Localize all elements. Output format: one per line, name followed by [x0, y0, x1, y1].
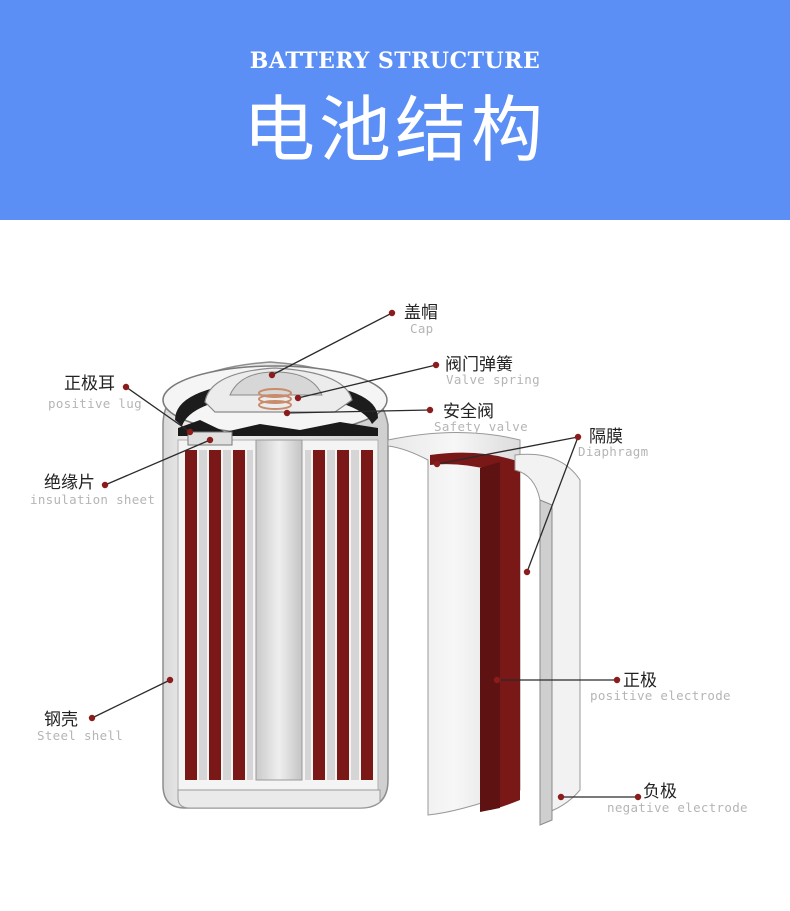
label-insulation-sheet: 绝缘片 insulation sheet — [30, 473, 155, 507]
label-safety-valve: 安全阀 Safety valve — [434, 402, 528, 434]
label-diaphragm-cn: 隔膜 — [589, 427, 623, 447]
label-valve-spring-en: Valve spring — [446, 372, 540, 387]
valve-spring-shape — [258, 388, 292, 410]
label-safety-valve-en: Safety valve — [434, 419, 528, 434]
label-steel-shell-cn: 钢壳 — [44, 710, 78, 730]
label-safety-valve-cn: 安全阀 — [443, 402, 494, 422]
leader-lines — [91, 312, 638, 798]
label-steel-shell: 钢壳 Steel shell — [37, 710, 123, 743]
label-diaphragm-en: Diaphragm — [578, 444, 648, 459]
header-banner: BATTERY STRUCTURE 电池结构 — [0, 0, 790, 220]
label-steel-shell-en: Steel shell — [37, 728, 123, 743]
cap-assembly — [162, 365, 388, 446]
label-cap-cn: 盖帽 — [404, 303, 438, 323]
label-positive-lug: 正极耳 positive lug — [48, 374, 142, 411]
label-insulation-sheet-en: insulation sheet — [30, 492, 155, 507]
label-valve-spring-cn: 阀门弹簧 — [445, 355, 513, 375]
label-insulation-sheet-cn: 绝缘片 — [44, 473, 95, 493]
negative-electrode-sheet — [539, 499, 553, 826]
label-positive-electrode-cn: 正极 — [623, 671, 657, 691]
jelly-roll — [177, 439, 381, 809]
label-positive-lug-en: positive lug — [48, 396, 142, 411]
label-valve-spring: 阀门弹簧 Valve spring — [445, 355, 540, 387]
battery-structure-diagram: 盖帽 Cap 阀门弹簧 Valve spring 安全阀 Safety valv… — [30, 303, 748, 826]
title-cn: 电池结构 — [242, 88, 547, 172]
label-diaphragm: 隔膜 Diaphragm — [578, 427, 648, 459]
label-negative-electrode-cn: 负极 — [643, 782, 677, 802]
title-en: BATTERY STRUCTURE — [249, 48, 541, 74]
label-positive-electrode-en: positive electrode — [590, 688, 731, 703]
label-positive-lug-cn: 正极耳 — [64, 374, 115, 394]
label-negative-electrode-en: negative electrode — [607, 800, 748, 815]
label-cap-en: Cap — [410, 321, 433, 336]
label-negative-electrode: 负极 negative electrode — [607, 782, 748, 815]
positive-electrode-sheet — [430, 452, 520, 812]
label-positive-electrode: 正极 positive electrode — [590, 671, 731, 703]
leader-dots — [88, 309, 642, 801]
label-cap: 盖帽 Cap — [404, 303, 438, 336]
